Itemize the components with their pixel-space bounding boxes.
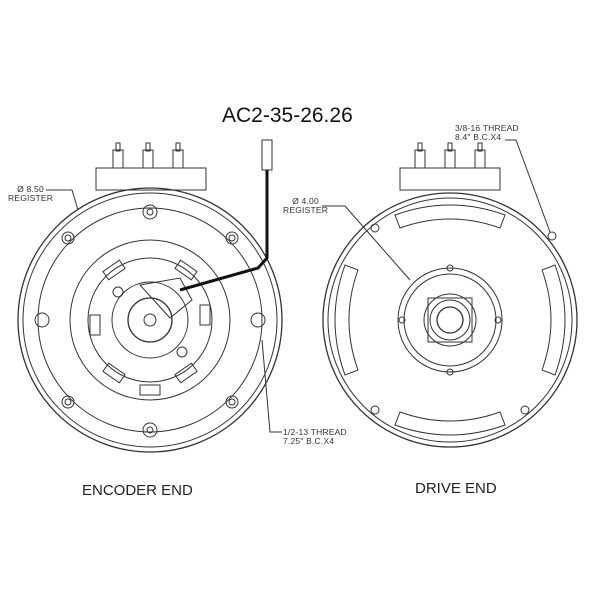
end-bell	[37, 207, 263, 433]
leader-register-left	[46, 189, 79, 211]
mounting-bolts	[34, 204, 266, 438]
thread-spec: 1/2-13 THREAD	[283, 427, 347, 437]
register-label: REGISTER	[283, 205, 329, 215]
encoder-slots	[89, 259, 211, 396]
register-ring	[22, 192, 278, 448]
encoder-end-caption: ENCODER END	[82, 482, 193, 499]
register-dimension: Ø 4.00	[292, 196, 319, 206]
terminal-block	[95, 167, 207, 191]
shaft	[143, 313, 157, 327]
connector	[261, 139, 273, 171]
encoder-thread-callout: 1/2-13 THREAD 7.25" B.C.X4	[283, 428, 347, 446]
drive-register-callout: Ø 4.00 REGISTER	[283, 197, 328, 215]
cooling-slot-left	[334, 264, 359, 376]
leader-register-right	[322, 205, 411, 281]
register-4in	[397, 267, 503, 373]
encoder-cable	[179, 170, 269, 292]
encoder-bracket	[139, 277, 193, 319]
register-dimension: Ø 8.50	[17, 184, 44, 194]
model-number-title: AC2-35-26.26	[222, 104, 353, 127]
leader-thread-left	[261, 339, 282, 433]
drive-thread-callout: 3/8-16 THREAD 8.4" B.C.X4	[455, 124, 519, 142]
drive-end-caption: DRIVE END	[415, 480, 497, 497]
leader-thread-right	[505, 139, 551, 233]
terminal-studs	[414, 142, 486, 169]
cooling-slot-right	[541, 264, 566, 376]
terminal-studs	[112, 142, 184, 169]
terminal-block	[399, 167, 501, 191]
outer-housing	[17, 187, 283, 453]
drive-end-view	[322, 139, 578, 448]
outer-housing	[322, 192, 578, 448]
cooling-slot-bottom	[394, 411, 506, 436]
bolt-circle-spec: 8.4" B.C.X4	[455, 132, 502, 142]
cooling-slot-top	[394, 204, 506, 229]
shaft-hub	[127, 297, 173, 343]
encoder-housing	[69, 239, 231, 401]
thread-spec: 3/8-16 THREAD	[455, 123, 519, 133]
register-label: REGISTER	[8, 193, 54, 203]
bolt-circle-spec: 7.25" B.C.X4	[283, 436, 335, 446]
encoder-end-view	[17, 139, 283, 453]
mounting-holes	[370, 223, 557, 415]
shaft	[436, 306, 464, 334]
encoder-register-callout: Ø 8.50 REGISTER	[8, 185, 53, 203]
